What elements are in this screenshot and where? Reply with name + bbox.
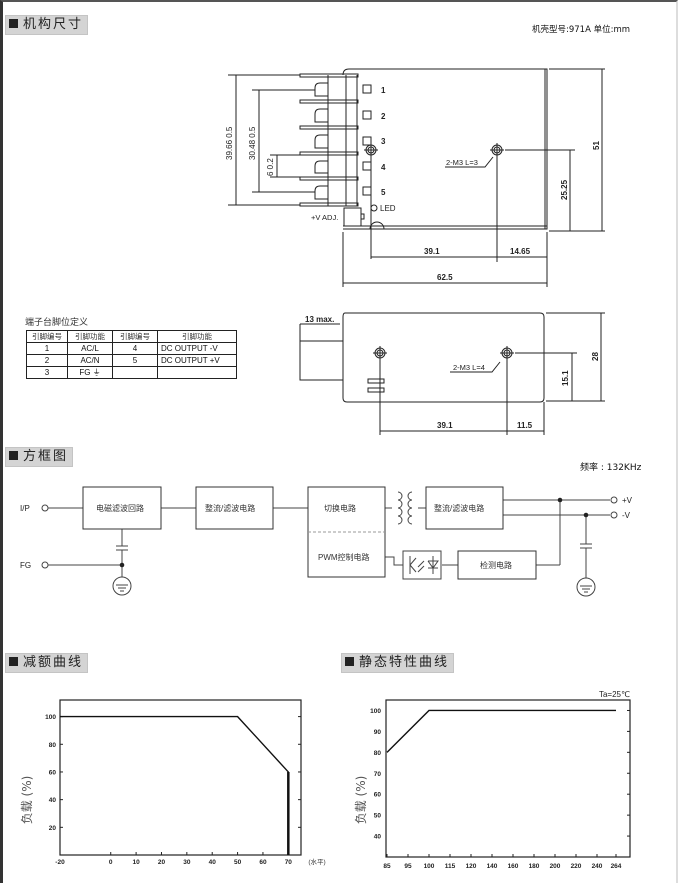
header-cell: 引脚功能 xyxy=(157,330,237,343)
cell: DC OUTPUT +V xyxy=(157,354,237,367)
cell: FG ⏚ xyxy=(67,366,113,379)
cell xyxy=(112,366,158,379)
pin-table-header: 引脚编号 引脚功能 引脚编号 引脚功能 xyxy=(26,330,237,343)
section-header-block-diagram: 方框图 xyxy=(5,447,74,467)
cell: 5 xyxy=(112,354,158,367)
case-info: 机壳型号:971A 单位:mm xyxy=(532,25,631,35)
cell: 2 xyxy=(26,354,68,367)
pin-table-title: 端子台脚位定义 xyxy=(25,318,89,328)
header-cell: 引脚编号 xyxy=(26,330,68,343)
square-bullet-icon xyxy=(9,451,18,460)
frequency-label: 频率 : 132KHz xyxy=(580,463,642,473)
cell: 4 xyxy=(112,342,158,355)
table-row: 1 AC/L 4 DC OUTPUT -V xyxy=(26,342,237,355)
cell: AC/N xyxy=(67,354,113,367)
cell xyxy=(157,366,237,379)
section-header-mechanical: 机构尺寸 xyxy=(5,15,89,35)
cell: 3 xyxy=(26,366,68,379)
cell: 1 xyxy=(26,342,68,355)
cell: AC/L xyxy=(67,342,113,355)
square-bullet-icon xyxy=(9,19,18,28)
table-row: 3 FG ⏚ xyxy=(26,366,237,379)
pin-table: 引脚编号 引脚功能 引脚编号 引脚功能 1 AC/L 4 DC OUTPUT -… xyxy=(26,330,237,379)
table-row: 2 AC/N 5 DC OUTPUT +V xyxy=(26,354,237,367)
square-bullet-icon xyxy=(9,657,18,666)
header-cell: 引脚编号 xyxy=(112,330,158,343)
section-header-derating: 减额曲线 xyxy=(5,653,89,673)
header-cell: 引脚功能 xyxy=(67,330,113,343)
section-header-static: 静态特性曲线 xyxy=(341,653,455,673)
square-bullet-icon xyxy=(345,657,354,666)
cell: DC OUTPUT -V xyxy=(157,342,237,355)
